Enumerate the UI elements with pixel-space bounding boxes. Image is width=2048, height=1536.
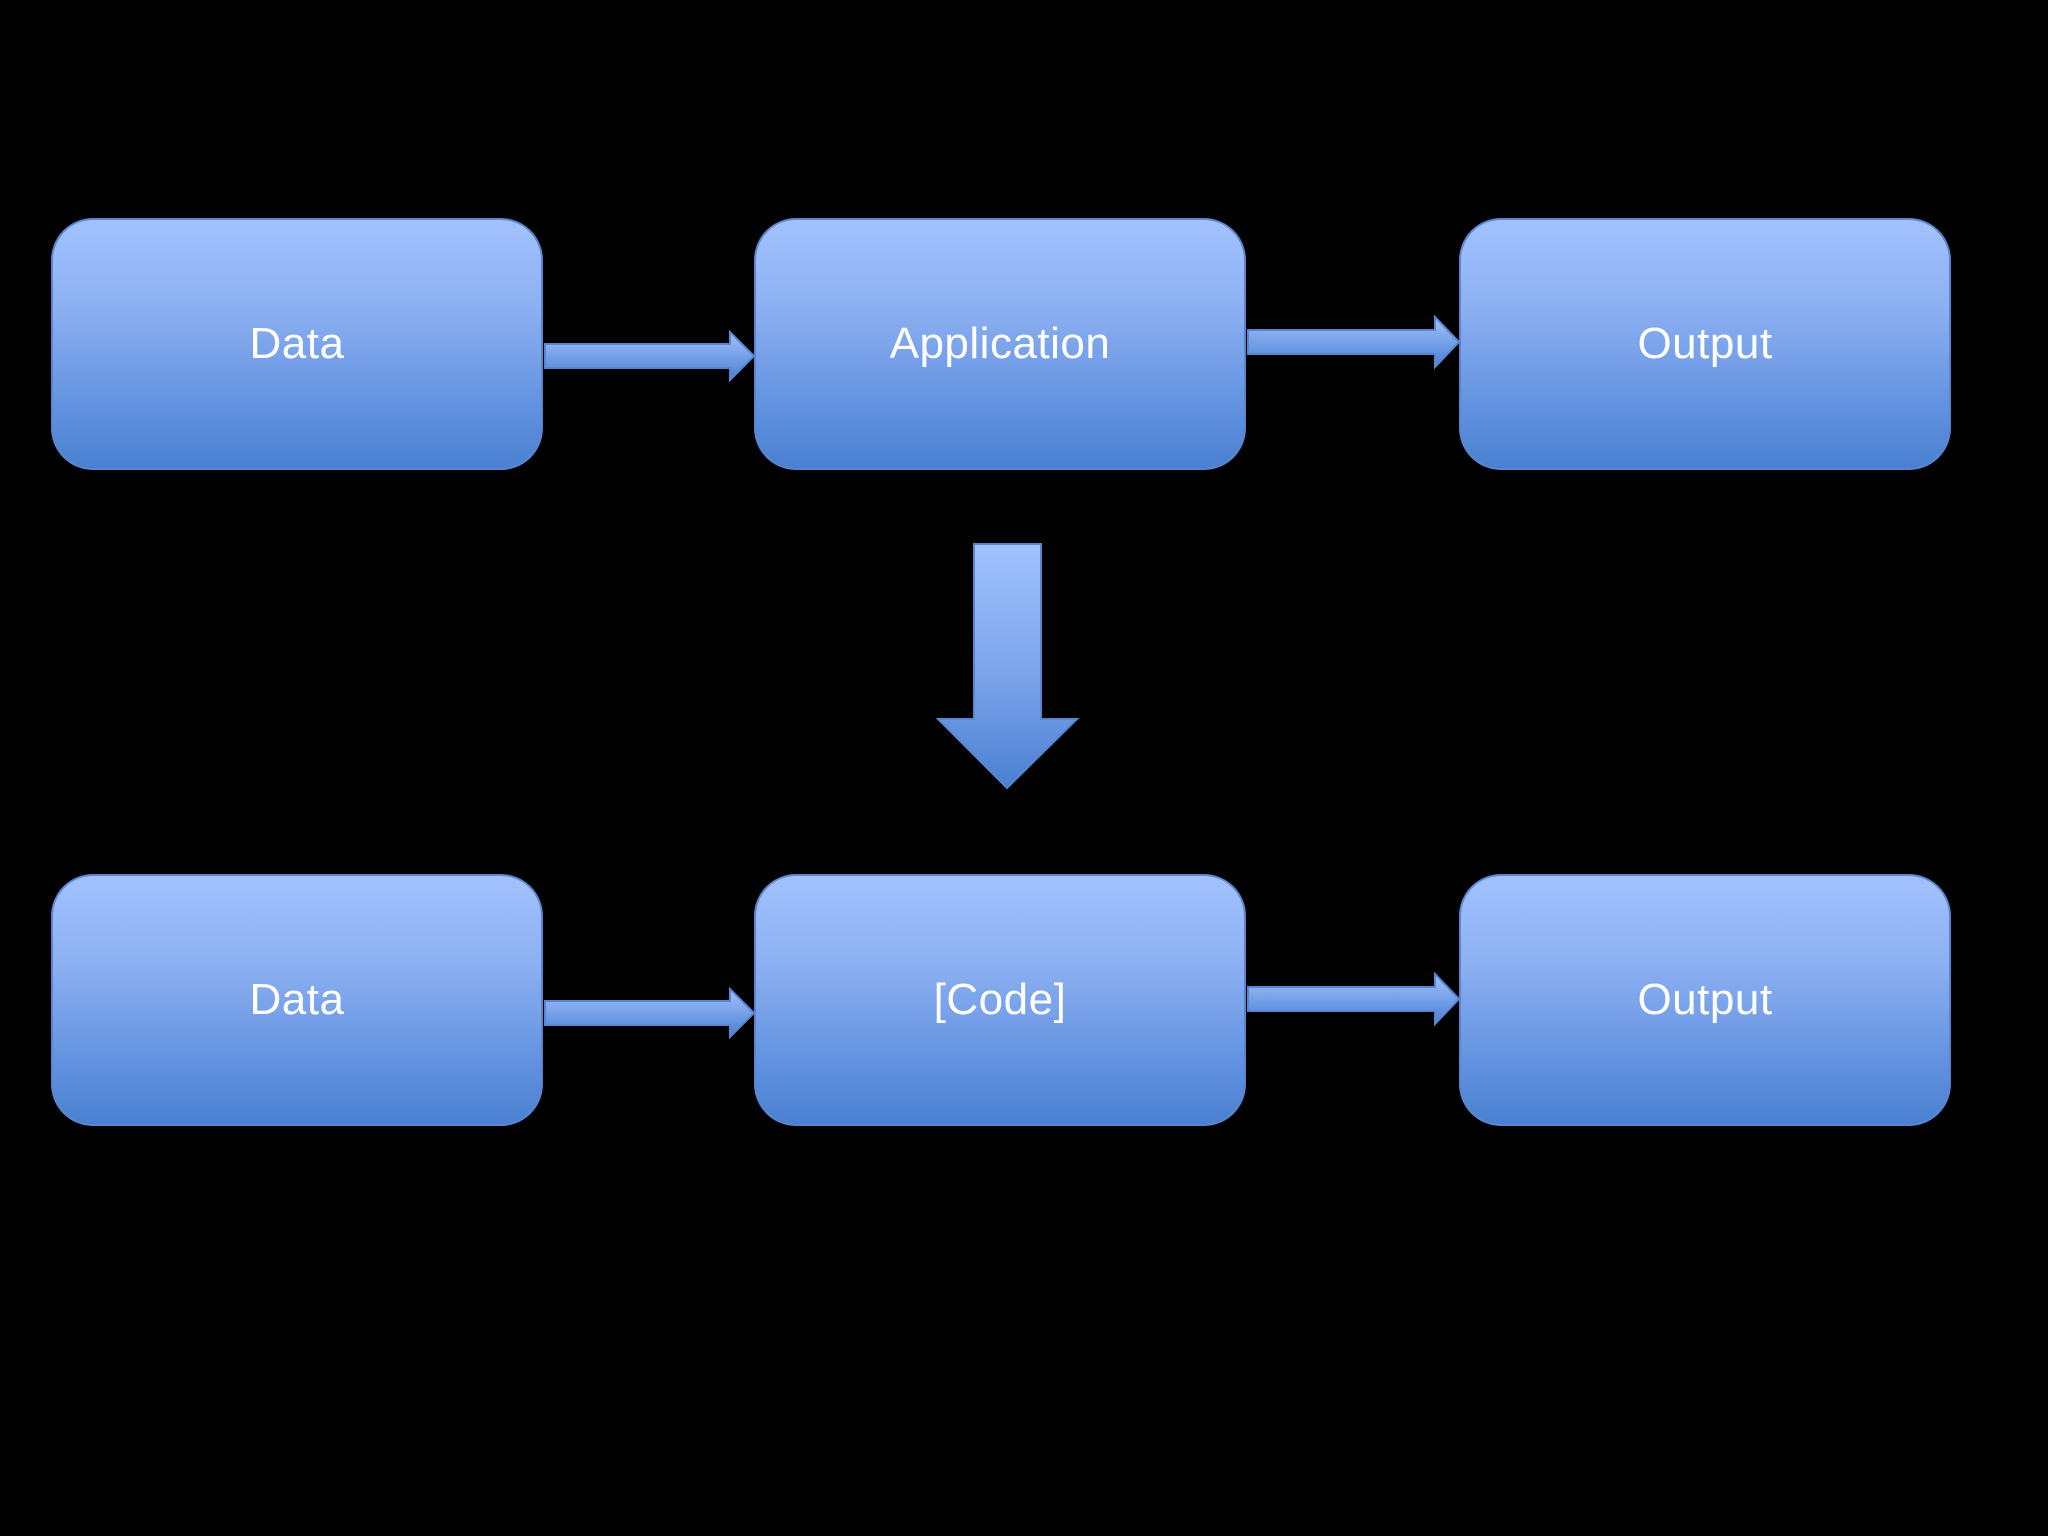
- output-label-bottom: Output: [1637, 975, 1773, 1024]
- application-box: Application: [754, 218, 1246, 470]
- data-box-top: Data: [51, 218, 543, 470]
- arrow-down: [935, 543, 1080, 790]
- output-box-top: Output: [1459, 218, 1951, 470]
- output-box-bottom: Output: [1459, 874, 1951, 1126]
- arrow-code-to-output: [1247, 971, 1461, 1027]
- code-box: [Code]: [754, 874, 1246, 1126]
- arrow-data-to-application: [544, 329, 756, 383]
- data-label-top: Data: [249, 319, 345, 368]
- data-label-bottom: Data: [249, 975, 345, 1024]
- code-label: [Code]: [933, 975, 1067, 1024]
- application-label: Application: [889, 319, 1111, 368]
- output-label-top: Output: [1637, 319, 1773, 368]
- arrow-data-to-code: [544, 986, 756, 1040]
- arrow-application-to-output: [1247, 314, 1461, 370]
- data-box-bottom: Data: [51, 874, 543, 1126]
